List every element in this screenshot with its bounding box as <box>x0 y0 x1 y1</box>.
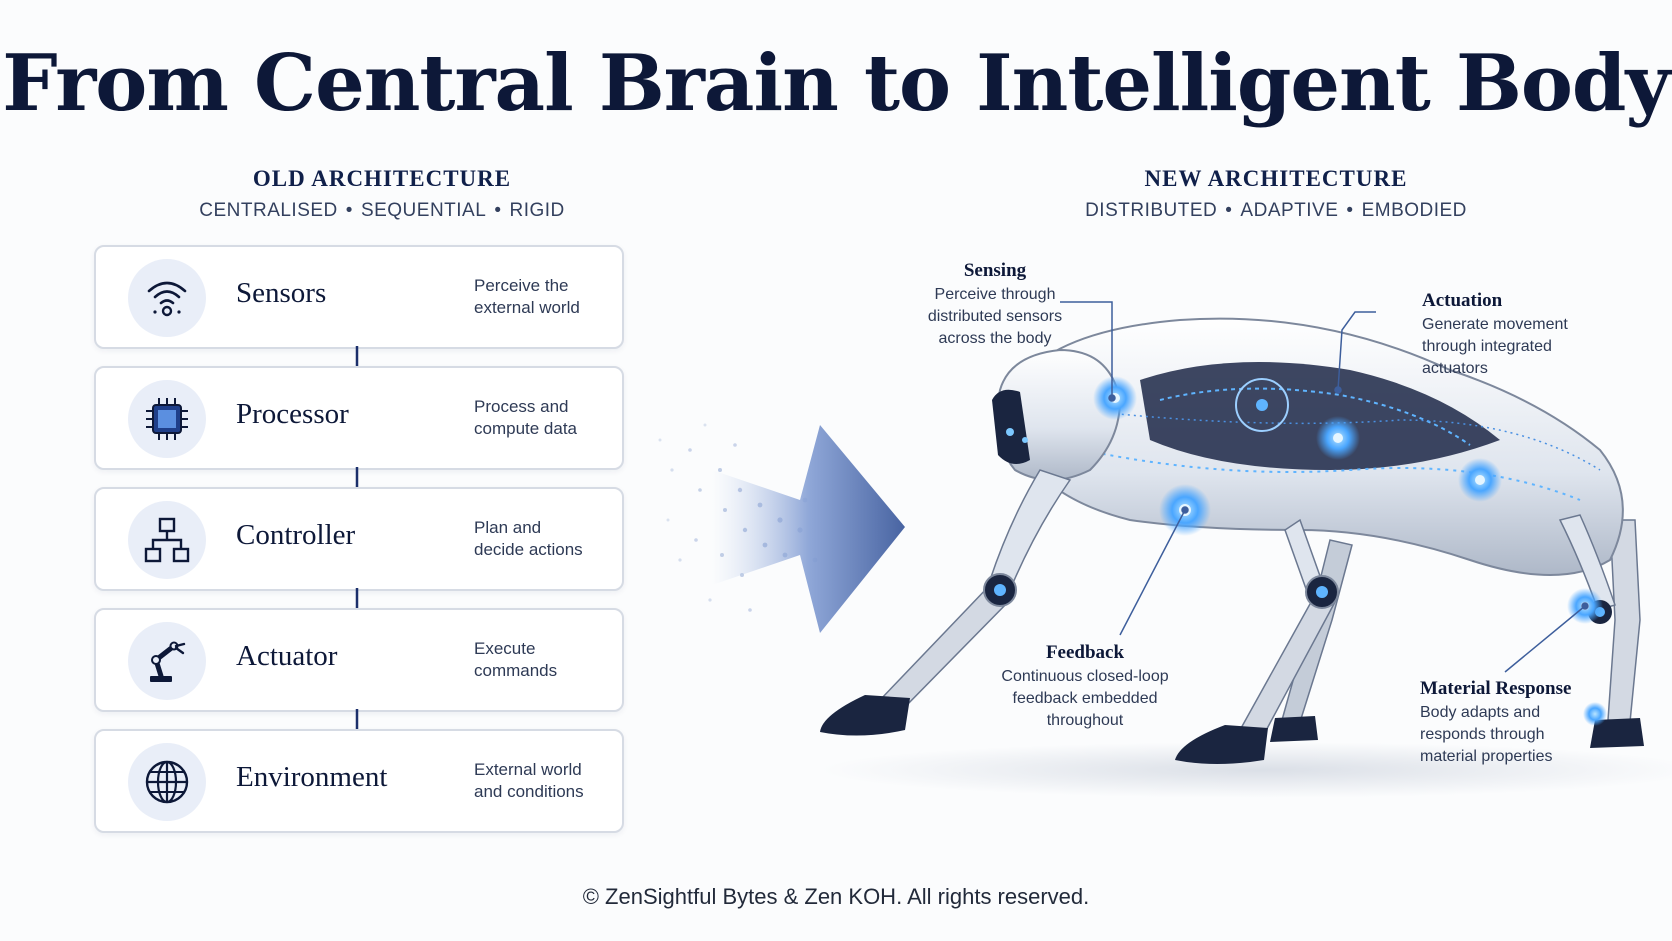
callout-description: Perceive through distributed sensors acr… <box>900 284 1090 350</box>
old-architecture-header: OLD ARCHITECTURE CENTRALISED • SEQUENTIAL •… <box>122 166 642 222</box>
step-description: Perceive the external world <box>474 275 614 319</box>
new-architecture-header: NEW ARCHITECTURE DISTRIBUTED • ADAPTIVE • EM… <box>1016 166 1536 222</box>
desc-line: and conditions <box>474 782 584 801</box>
callout-line: Body adapts and <box>1420 704 1541 721</box>
desc-line: compute data <box>474 419 578 438</box>
callout-line: Perceive through <box>934 286 1056 303</box>
desc-line: Process and <box>474 397 569 416</box>
step-description: Execute commands <box>474 638 614 682</box>
step-box-environment: Environment External world and condition… <box>94 729 624 833</box>
desc-line: Plan and <box>474 518 542 537</box>
callout-title: Sensing <box>963 260 1027 281</box>
copyright-notice: © ZenSightful Bytes & Zen KOH. All right… <box>582 884 1090 909</box>
callout-line: actuators <box>1422 360 1488 377</box>
callout-line: responds through <box>1420 726 1545 743</box>
desc-line: Execute <box>474 639 536 658</box>
page-title: From Central Brain to Intelligent Body <box>2 38 1671 129</box>
step-label: Sensors <box>236 277 327 309</box>
callout-line: Generate movement <box>1422 316 1568 333</box>
callout-actuation: Actuation Generate movement through inte… <box>1422 290 1622 380</box>
old-architecture-heading: OLD ARCHITECTURE <box>252 166 512 191</box>
tag: SEQUENTIAL <box>360 200 487 221</box>
callout-sensing: Sensing Perceive through distributed sen… <box>900 260 1090 350</box>
desc-line: decide actions <box>474 540 583 559</box>
step-box-actuator: Actuator Execute commands <box>94 608 624 712</box>
hierarchy-icon <box>128 501 206 579</box>
tag: ADAPTIVE <box>1240 200 1339 221</box>
step-description: Plan and decide actions <box>474 517 614 561</box>
step-box-sensors: Sensors Perceive the external world <box>94 245 624 349</box>
tag-separator: • <box>1225 200 1233 221</box>
step-description: External world and conditions <box>474 759 614 803</box>
tag-separator: • <box>494 200 502 221</box>
step-label: Controller <box>236 519 356 551</box>
desc-line: External world <box>474 760 582 779</box>
callout-leader-lines <box>1060 301 1589 673</box>
chip-icon <box>128 380 206 458</box>
robot-head <box>992 348 1122 481</box>
tag-separator: • <box>1346 200 1354 221</box>
callout-description: Generate movement through integrated act… <box>1422 314 1622 380</box>
callout-line: across the body <box>938 330 1052 347</box>
new-architecture-heading: NEW ARCHITECTURE <box>1144 166 1408 191</box>
sensor-nodes <box>1093 376 1607 726</box>
wifi-sensor-icon <box>128 259 206 337</box>
tag: CENTRALISED <box>199 200 338 221</box>
desc-line: commands <box>474 661 558 680</box>
desc-line: Perceive the <box>474 276 569 295</box>
desc-line: external world <box>474 298 580 317</box>
tag-separator: • <box>345 200 353 221</box>
tag: DISTRIBUTED <box>1085 200 1218 221</box>
robot-front-legs <box>820 469 1616 764</box>
step-label: Environment <box>236 761 388 793</box>
new-architecture-tags: DISTRIBUTED • ADAPTIVE • EMBODIED <box>1016 200 1536 222</box>
transition-arrow <box>712 425 905 633</box>
step-box-controller: Controller Plan and decide actions <box>94 487 624 591</box>
callout-feedback: Feedback Continuous closed-loop feedback… <box>975 642 1195 732</box>
tag: EMBODIED <box>1361 200 1467 221</box>
callout-line: throughout <box>1046 712 1124 729</box>
callout-line: through integrated <box>1422 338 1552 355</box>
callout-description: Continuous closed-loop feedback embedded… <box>975 666 1195 732</box>
callout-line: distributed sensors <box>927 308 1063 325</box>
callout-line: Continuous closed-loop <box>1001 668 1169 685</box>
callout-title: Feedback <box>1045 642 1125 663</box>
robot-arm-icon <box>128 622 206 700</box>
step-label: Processor <box>236 398 349 430</box>
callout-line: material properties <box>1420 748 1553 765</box>
tag: RIGID <box>509 200 565 221</box>
callout-line: feedback embedded <box>1012 690 1158 707</box>
globe-icon <box>128 743 206 821</box>
callout-title: Material Response <box>1420 678 1572 699</box>
callout-description: Body adapts and responds through materia… <box>1420 702 1620 768</box>
step-box-processor: Processor Process and compute data <box>94 366 624 470</box>
step-label: Actuator <box>236 640 338 672</box>
callout-material-response: Material Response Body adapts and respon… <box>1420 678 1620 768</box>
old-architecture-tags: CENTRALISED • SEQUENTIAL • RIGID <box>122 200 642 222</box>
callout-title: Actuation <box>1422 290 1503 311</box>
step-description: Process and compute data <box>474 396 614 440</box>
